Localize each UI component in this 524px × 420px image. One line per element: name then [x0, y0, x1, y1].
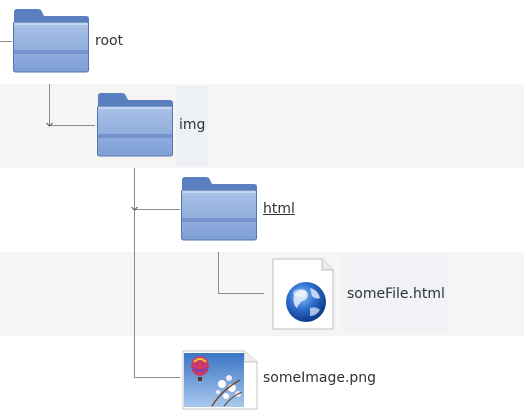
chevron-down-icon [131, 206, 138, 211]
folder-icon[interactable] [12, 8, 90, 78]
node-label-someimage[interactable]: someImage.png [263, 370, 377, 386]
tree-row-img[interactable] [0, 84, 524, 168]
tree-connector [134, 168, 135, 378]
hover-highlight [176, 86, 208, 166]
tree-connector [134, 377, 180, 378]
node-label-somefile[interactable]: someFile.html [347, 286, 445, 302]
html-file-icon[interactable] [272, 258, 334, 334]
hover-highlight [342, 254, 448, 334]
png-file-icon[interactable] [182, 350, 258, 414]
tree-row-html[interactable] [0, 168, 524, 252]
node-label-img[interactable]: img [179, 117, 206, 133]
tree-row-someimage[interactable] [0, 336, 524, 420]
tree-connector [0, 41, 12, 42]
folder-icon[interactable] [180, 176, 258, 246]
node-label-root[interactable]: root [95, 33, 124, 49]
tree-connector [134, 209, 180, 210]
expander-html[interactable] [130, 204, 139, 213]
tree-connector [49, 84, 50, 126]
node-label-html[interactable]: html [263, 201, 295, 217]
chevron-down-icon [46, 122, 53, 127]
tree-connector [49, 125, 95, 126]
tree-connector [218, 293, 264, 294]
tree-connector [218, 252, 219, 294]
expander-img[interactable] [45, 120, 54, 129]
folder-icon[interactable] [96, 92, 174, 162]
